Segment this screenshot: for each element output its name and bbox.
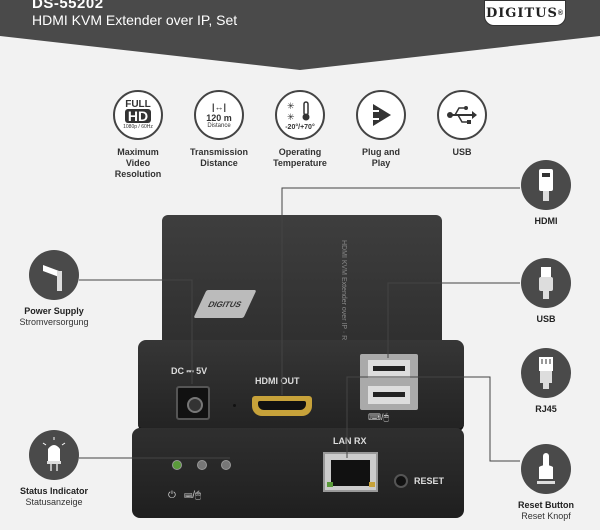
plug-and-play-icon — [356, 90, 406, 140]
hdmi-out-port — [252, 396, 312, 416]
feature-usb: USB — [422, 90, 502, 158]
rj45-led-left — [327, 482, 333, 487]
svg-text:✳: ✳ — [287, 113, 295, 122]
device-lower-panel — [132, 428, 464, 518]
distance-icon: |↔| 120 m Distance — [194, 90, 244, 140]
hdmi-out-label: HDMI OUT — [255, 376, 300, 386]
callout-rj45: RJ45 — [491, 348, 600, 414]
reset-label: RESET — [414, 476, 445, 486]
callout-usb: USB — [491, 258, 600, 324]
finger-press-icon — [521, 444, 571, 494]
keyboard-mouse-icon: ⌨/🖱 — [368, 412, 389, 422]
callout-power: Power Supply Stromversorgung — [0, 250, 109, 327]
callout-status: Status Indicator Statusanzeige — [0, 430, 109, 507]
rj45-cable-icon — [521, 348, 571, 398]
status-led-power — [172, 460, 182, 470]
hdmi-cable-icon — [521, 160, 571, 210]
reset-button-hole — [394, 474, 408, 488]
led-legend-icons: ⏻ ⌨/🖱 — [168, 490, 202, 501]
svg-text:✳: ✳ — [287, 102, 295, 112]
product-subtitle: HDMI KVM Extender over IP, Set — [32, 12, 238, 28]
status-led-mouse — [221, 460, 231, 470]
usb-cable-icon — [521, 258, 571, 308]
callout-hdmi: HDMI — [491, 160, 600, 226]
power-plug-icon — [29, 250, 79, 300]
lan-rx-label: LAN RX — [333, 436, 367, 446]
usb-port-lower — [366, 384, 412, 406]
full-hd-icon: FULL HD 1080p / 60Hz — [113, 90, 163, 140]
brand-logo: DIGITUS® — [484, 0, 566, 26]
rj45-led-right — [369, 482, 375, 487]
usb-symbol-icon — [437, 90, 487, 140]
dc-label: DC ⎓ 5V — [171, 366, 208, 376]
usb-port-upper — [366, 358, 412, 380]
led-light-icon — [29, 430, 79, 480]
device-receiver-unit: HDMI KVM Extender over IP · Receiver — [162, 215, 442, 363]
model-number: DS-55202 — [32, 0, 104, 12]
pinhole — [233, 404, 236, 407]
dc-power-jack — [176, 386, 210, 420]
status-led-keyboard — [197, 460, 207, 470]
callout-reset: Reset Button Reset Knopf — [491, 444, 600, 521]
temperature-icon: ✳ ✳ -20°/+70° — [275, 90, 325, 140]
